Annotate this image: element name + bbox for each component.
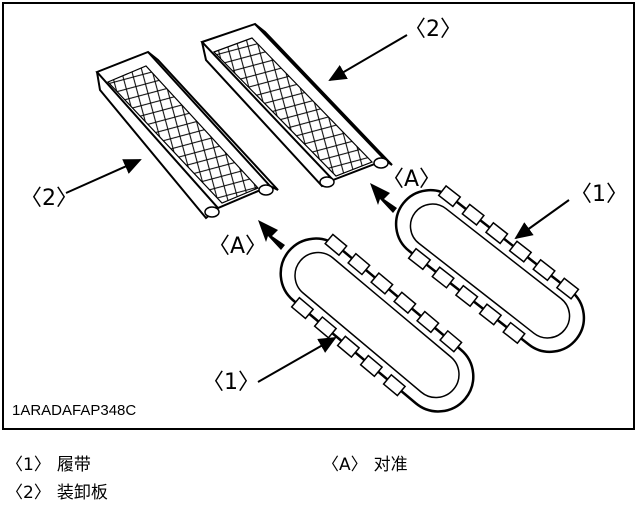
callout-align-left: 〈A〉 (208, 234, 268, 259)
legend-text: 履带 (56, 455, 91, 475)
legend-key: 〈1〉 (6, 455, 51, 475)
legend-item-align: 〈A〉对准 (322, 455, 408, 475)
loading-ramp-left (95, 50, 279, 220)
loading-ramp-right (200, 22, 393, 188)
legend-key: 〈2〉 (6, 483, 51, 503)
crawler-track-left (279, 233, 475, 413)
callout-ramp-right: 〈2〉 (404, 17, 462, 42)
callout-ramp-left: 〈2〉 (20, 186, 78, 211)
callout-track-right: 〈1〉 (570, 182, 628, 207)
alignment-arrows (258, 183, 397, 250)
callout-track-left: 〈1〉 (202, 370, 260, 395)
leader-lines (65, 34, 570, 383)
legend-text: 装卸板 (56, 483, 108, 503)
figure-drawing (65, 22, 586, 413)
legend-text: 对准 (373, 455, 408, 475)
callout-align-right: 〈A〉 (382, 167, 442, 192)
figure-code: 1ARADAFAP348C (12, 402, 137, 419)
legend-item-ramp: 〈2〉装卸板 (6, 483, 108, 503)
legend-item-track: 〈1〉履带 (6, 455, 91, 475)
legend-key: 〈A〉 (322, 455, 368, 475)
crawler-track-right (394, 184, 586, 354)
